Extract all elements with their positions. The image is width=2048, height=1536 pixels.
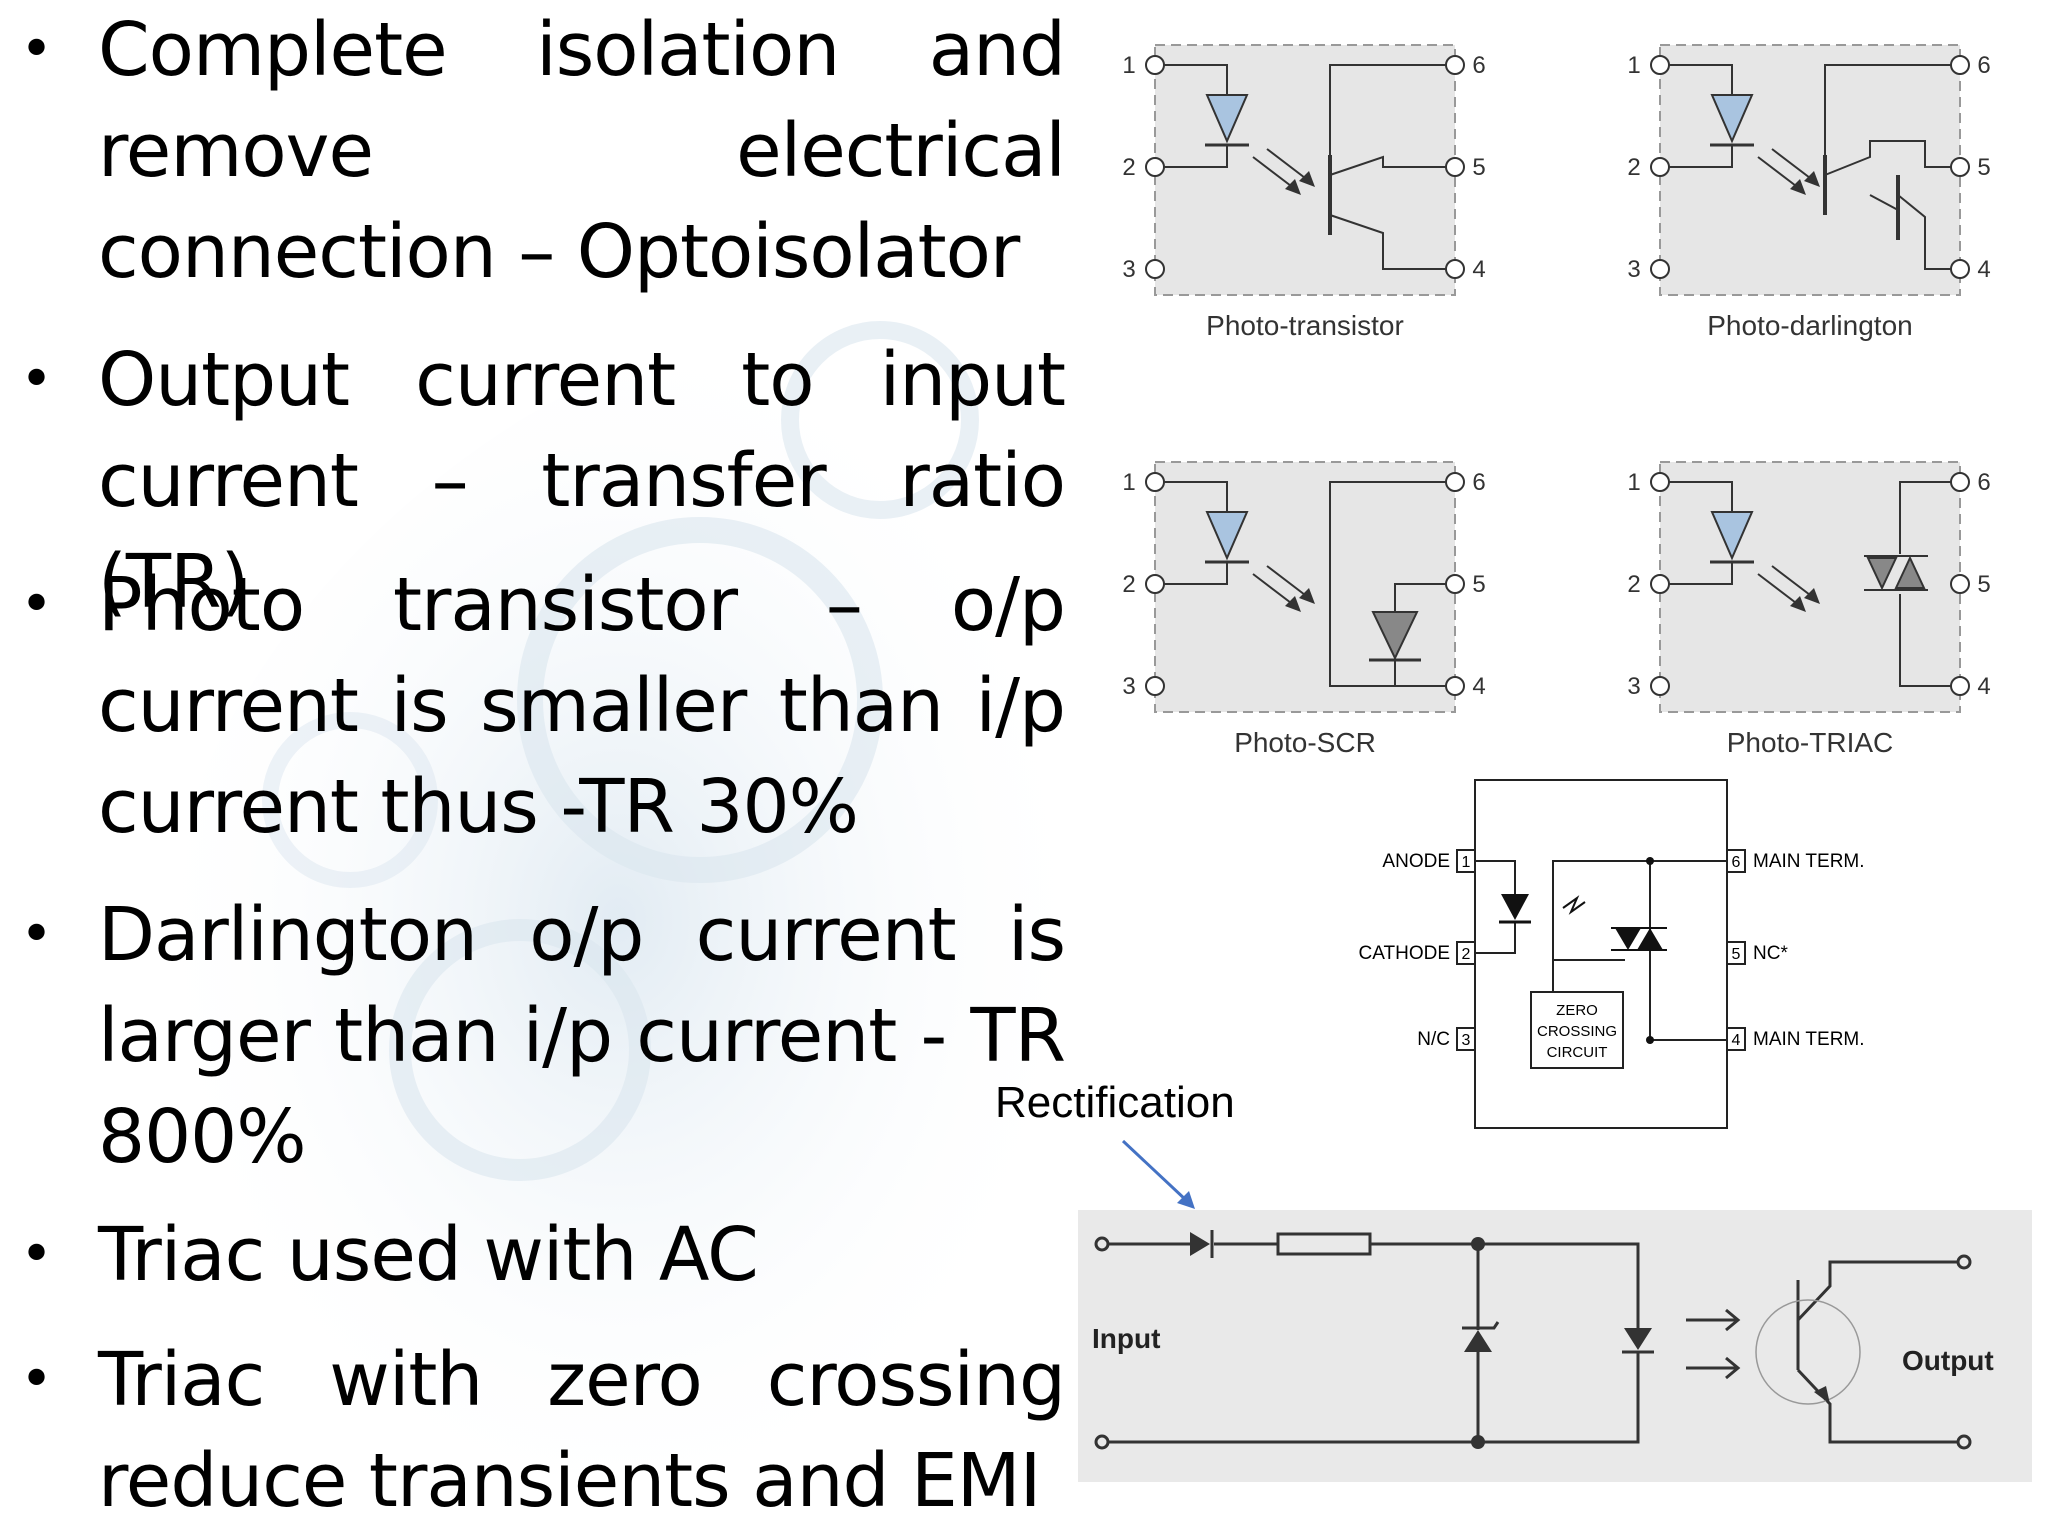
pin-number: 4 xyxy=(1732,1032,1741,1049)
bullet-dot: • xyxy=(20,572,54,637)
rectification-arrow-icon xyxy=(1121,1139,1195,1209)
bullet-text: Output current to input current – transf… xyxy=(98,337,1066,625)
pin-box xyxy=(1726,941,1746,965)
pin-number: 1 xyxy=(1627,52,1640,79)
panel-label: Photo-transistor xyxy=(1206,310,1404,341)
light-arrow-icon xyxy=(1252,148,1310,190)
pin-number: 6 xyxy=(1977,52,1990,79)
pin-name: ANODE xyxy=(1382,851,1450,872)
pin-number: 3 xyxy=(1462,1032,1471,1049)
pin-number: 2 xyxy=(1122,154,1135,181)
box-text: ZERO xyxy=(1556,1002,1598,1019)
triac-icon xyxy=(1866,557,1898,591)
led-diode-icon xyxy=(1205,511,1249,561)
bullet-text: Triac used with AC xyxy=(98,1212,759,1298)
light-arrow-icon xyxy=(1757,565,1815,607)
panel-label: Photo-darlington xyxy=(1707,310,1912,341)
bullet-text: Triac with zero crossing reduce transien… xyxy=(98,1337,1066,1524)
zero-crossing-triac-diagram: 1 2 3 ANODE CATHODE N/C 6 5 4 MAIN TERM.… xyxy=(1359,779,1865,1129)
pin-number: 2 xyxy=(1627,571,1640,598)
pin-box xyxy=(1456,1027,1476,1051)
pin-number: 6 xyxy=(1977,469,1990,496)
right-pins: 6 5 4 MAIN TERM. NC* MAIN TERM. xyxy=(1726,849,1865,1051)
panel-label: Photo-TRIAC xyxy=(1727,727,1894,758)
pin-number: 6 xyxy=(1732,854,1741,871)
pin-number: 1 xyxy=(1122,469,1135,496)
pin-name: CATHODE xyxy=(1359,943,1450,964)
bullet-dot: • xyxy=(20,17,54,82)
box-text: CROSSING xyxy=(1537,1023,1617,1040)
led-diode-icon xyxy=(1710,94,1754,144)
bullet-dot: • xyxy=(20,1347,54,1412)
pin-number: 3 xyxy=(1627,673,1640,700)
led-diode-icon xyxy=(1710,511,1754,561)
pin-number: 4 xyxy=(1977,673,1990,700)
bullet-text: Photo transistor – o/p current is smalle… xyxy=(98,562,1066,850)
pin-name: MAIN TERM. xyxy=(1753,1029,1865,1050)
pin-number: 3 xyxy=(1122,673,1135,700)
pin-number: 5 xyxy=(1472,571,1485,598)
output-label: Output xyxy=(1902,1345,1994,1376)
pin-number: 2 xyxy=(1122,571,1135,598)
bullet-dot: • xyxy=(20,902,54,967)
pin-number: 5 xyxy=(1732,946,1741,963)
input-diode-icon xyxy=(1190,1230,1214,1258)
pin-number: 2 xyxy=(1627,154,1640,181)
pin-number: 1 xyxy=(1462,854,1471,871)
left-pins: 1 2 3 ANODE CATHODE N/C xyxy=(1359,849,1476,1051)
pin-number: 3 xyxy=(1122,256,1135,283)
light-arrow-icon xyxy=(1757,148,1815,190)
photodarlington-icon xyxy=(1824,64,1951,270)
rectification-label: Rectification xyxy=(995,1078,1235,1127)
pin-name: MAIN TERM. xyxy=(1753,851,1865,872)
light-arrow-icon xyxy=(1562,895,1586,915)
led-diode-icon xyxy=(1622,1328,1654,1354)
scr-icon xyxy=(1371,611,1419,661)
zener-diode-icon xyxy=(1462,1321,1500,1352)
pin-number: 6 xyxy=(1472,469,1485,496)
pin-number: 1 xyxy=(1122,52,1135,79)
pin-number: 4 xyxy=(1977,256,1990,283)
rectification-circuit-diagram: Input Output xyxy=(1078,1210,2032,1482)
pin-number: 5 xyxy=(1977,154,1990,181)
triac-icon xyxy=(1611,927,1667,951)
led-diode-icon xyxy=(1501,894,1529,920)
box-text: CIRCUIT xyxy=(1547,1044,1608,1061)
transistor-arrow-icon xyxy=(1814,1386,1830,1404)
bullet-dot: • xyxy=(20,347,54,412)
led-diode-icon xyxy=(1205,94,1249,144)
pin-number: 2 xyxy=(1462,946,1471,963)
light-arrow-icon xyxy=(1252,565,1310,607)
background-decoration xyxy=(137,304,1100,1536)
light-arrows-icon xyxy=(1686,1308,1741,1380)
pin-number: 4 xyxy=(1472,256,1485,283)
pin-number: 4 xyxy=(1472,673,1485,700)
pin-name: NC* xyxy=(1753,943,1788,964)
pin-number: 6 xyxy=(1472,52,1485,79)
pin-name: N/C xyxy=(1417,1029,1450,1050)
pin-number: 5 xyxy=(1472,154,1485,181)
pin-number: 1 xyxy=(1627,469,1640,496)
panel-label: Photo-SCR xyxy=(1234,727,1376,758)
bullet-dot: • xyxy=(20,1222,54,1287)
bullet-text: Darlington o/p current is larger than i/… xyxy=(98,892,1066,1180)
pin-number: 3 xyxy=(1627,256,1640,283)
input-label: Input xyxy=(1092,1323,1160,1354)
pin-number: 5 xyxy=(1977,571,1990,598)
zero-crossing-box xyxy=(1530,991,1624,1069)
bullet-text: Complete isolation and remove electrical… xyxy=(98,7,1066,295)
